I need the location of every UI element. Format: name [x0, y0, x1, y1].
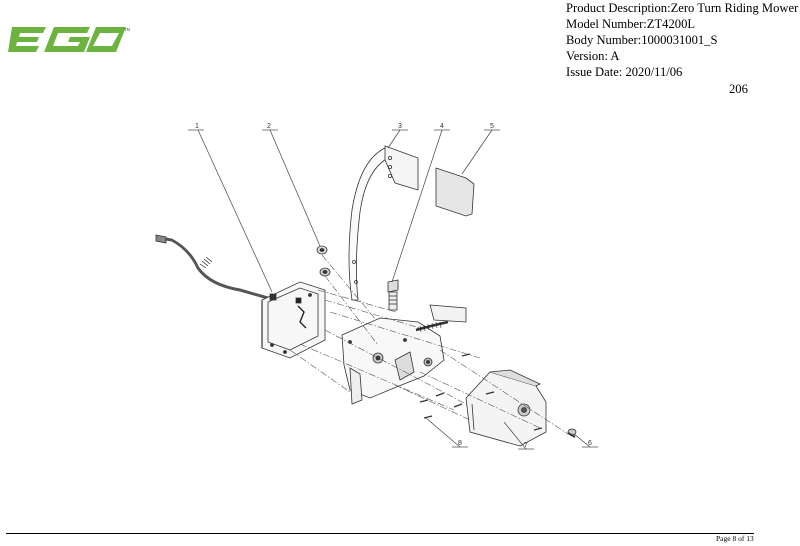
callout-5: 5: [490, 123, 494, 130]
control-cable: [155, 234, 269, 300]
callout-8: 8: [458, 440, 462, 447]
version: Version: A: [566, 49, 620, 63]
callout-6: 6: [588, 440, 592, 447]
bolt: [387, 279, 399, 311]
model-number: Model Number:ZT4200L: [566, 17, 696, 31]
pedal-arm: [348, 145, 419, 301]
issue-date: Issue Date: 2020/11/06: [566, 65, 683, 79]
callout-1: 1: [195, 123, 199, 130]
product-description: Product Description:Zero Turn Riding Mow…: [566, 1, 799, 15]
side-cover: [465, 369, 547, 447]
leader-lines: [188, 129, 598, 450]
callout-numbers: 1 2 3 4 5 6 7 8: [195, 123, 592, 449]
callout-4: 4: [440, 123, 444, 130]
screw: [567, 428, 577, 438]
page-indicator: Page 8 of 13: [716, 534, 754, 543]
nut-set: [316, 245, 331, 277]
ego-logo: TM: [8, 27, 130, 52]
alignment-lines: [289, 254, 569, 435]
pedal-pad: [435, 167, 475, 217]
control-box: [261, 281, 326, 359]
callout-2: 2: [267, 123, 271, 130]
footer-divider: [6, 533, 754, 534]
document-header: Product Description:Zero Turn Riding Mow…: [566, 0, 798, 80]
body-number: Body Number:1000031001_S: [566, 33, 718, 47]
screw-set: [419, 353, 543, 431]
callout-3: 3: [398, 123, 402, 130]
page-code: 206: [729, 82, 748, 96]
trademark-mark: TM: [124, 27, 130, 32]
callout-7: 7: [524, 442, 528, 449]
